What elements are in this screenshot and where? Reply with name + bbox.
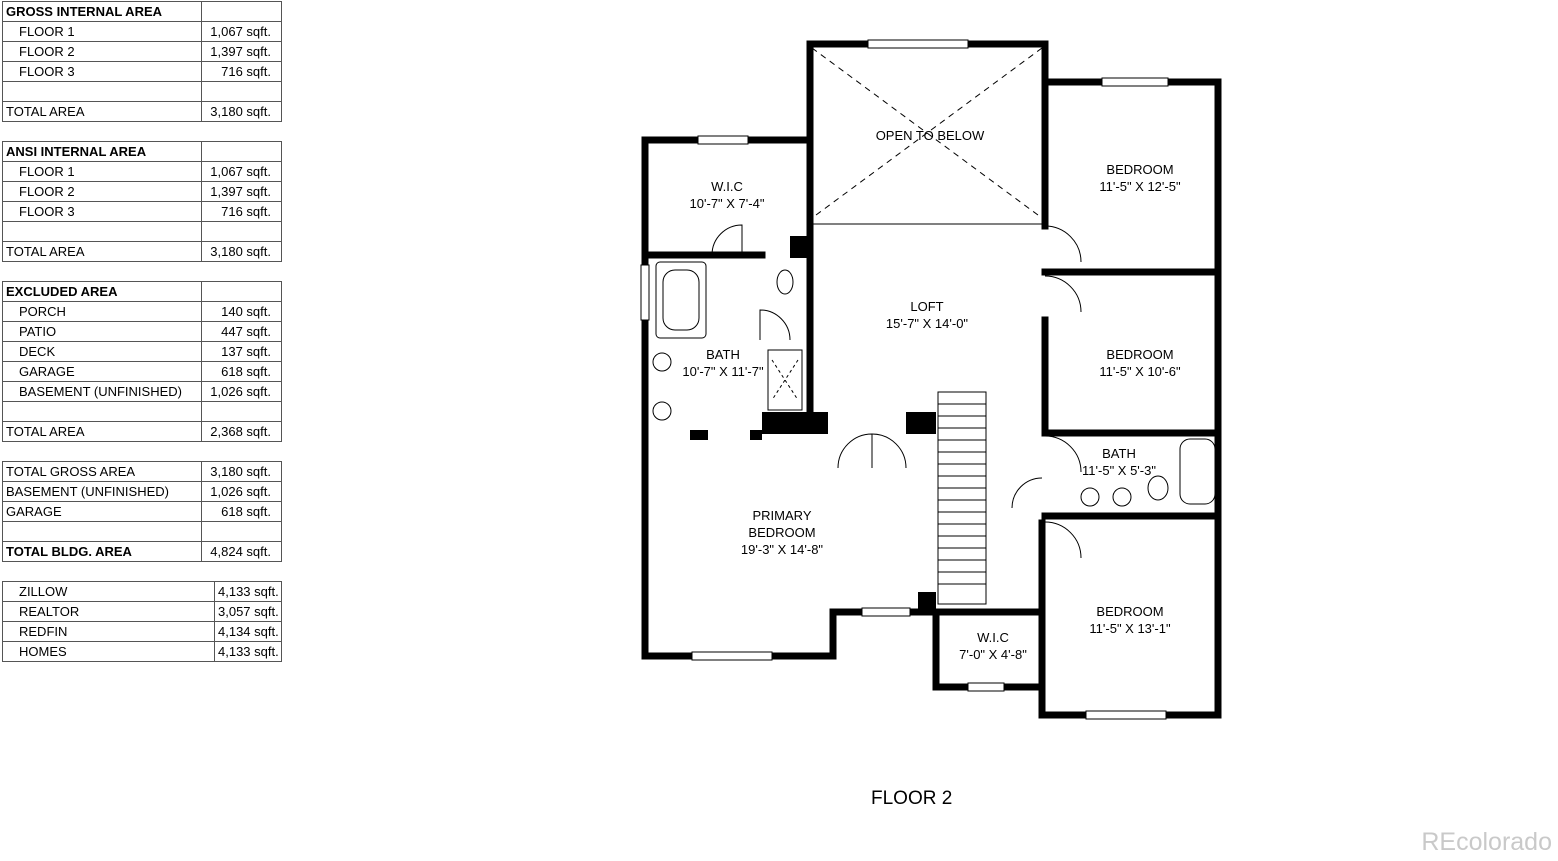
room-label: BATH: [706, 347, 740, 362]
room-label: PRIMARY: [753, 508, 812, 523]
row-label: HOMES: [2, 641, 215, 662]
table-header: ANSI INTERNAL AREA: [2, 141, 202, 162]
row-label: TOTAL AREA: [2, 421, 202, 442]
row-value: 3,180 sqft.: [201, 101, 282, 122]
room-dimensions: 10'-7" X 7'-4": [690, 196, 765, 211]
row-label: TOTAL BLDG. AREA: [2, 541, 202, 562]
room-label: BATH: [1102, 446, 1136, 461]
room-labels: OPEN TO BELOW W.I.C 10'-7" X 7'-4" BATH …: [682, 128, 1181, 662]
watermark: REcolorado: [1421, 828, 1552, 856]
row-label: PORCH: [2, 301, 202, 322]
room-label: BEDROOM: [1106, 162, 1173, 177]
wall-stubs: [690, 236, 936, 614]
row-value: 3,180 sqft.: [201, 461, 282, 482]
room-label: BEDROOM: [1096, 604, 1163, 619]
room-dimensions: 11'-5" X 12'-5": [1099, 179, 1181, 194]
floor-title: FLOOR 2: [871, 788, 953, 809]
room-label: W.I.C: [711, 179, 743, 194]
room-dimensions: 10'-7" X 11'-7": [682, 364, 764, 379]
room-dimensions: 15'-7" X 14'-0": [886, 316, 969, 331]
room-label: LOFT: [910, 299, 943, 314]
room-label: W.I.C: [977, 630, 1009, 645]
row-value: 4,133 sqft.: [214, 641, 282, 662]
thin-lines: [652, 47, 1216, 605]
windows: [640, 39, 1169, 720]
row-value: 3,057 sqft.: [214, 601, 282, 622]
room-dimensions: 11'-5" X 5'-3": [1082, 463, 1156, 478]
room-dimensions: 7'-0" X 4'-8": [959, 647, 1027, 662]
row-value: 3,180 sqft.: [201, 241, 282, 262]
row-value: 4,824 sqft.: [201, 541, 282, 562]
row-value: 2,368 sqft.: [201, 421, 282, 442]
room-dimensions: 11'-5" X 13'-1": [1089, 621, 1171, 636]
row-label: TOTAL AREA: [2, 241, 202, 262]
row-value: 1,397 sqft.: [201, 41, 282, 62]
row-label: TOTAL GROSS AREA: [2, 461, 202, 482]
room-label: BEDROOM: [1106, 347, 1173, 362]
row-label: TOTAL AREA: [2, 101, 202, 122]
room-dimensions: 19'-3" X 14'-8": [741, 542, 824, 557]
room-label: OPEN TO BELOW: [876, 128, 985, 143]
row-value: 716 sqft.: [201, 61, 282, 82]
room-dimensions: 11'-5" X 10'-6": [1099, 364, 1181, 379]
room-label: BEDROOM: [748, 525, 815, 540]
row-value: 1,397 sqft.: [201, 181, 282, 202]
row-value: 447 sqft.: [201, 321, 282, 342]
